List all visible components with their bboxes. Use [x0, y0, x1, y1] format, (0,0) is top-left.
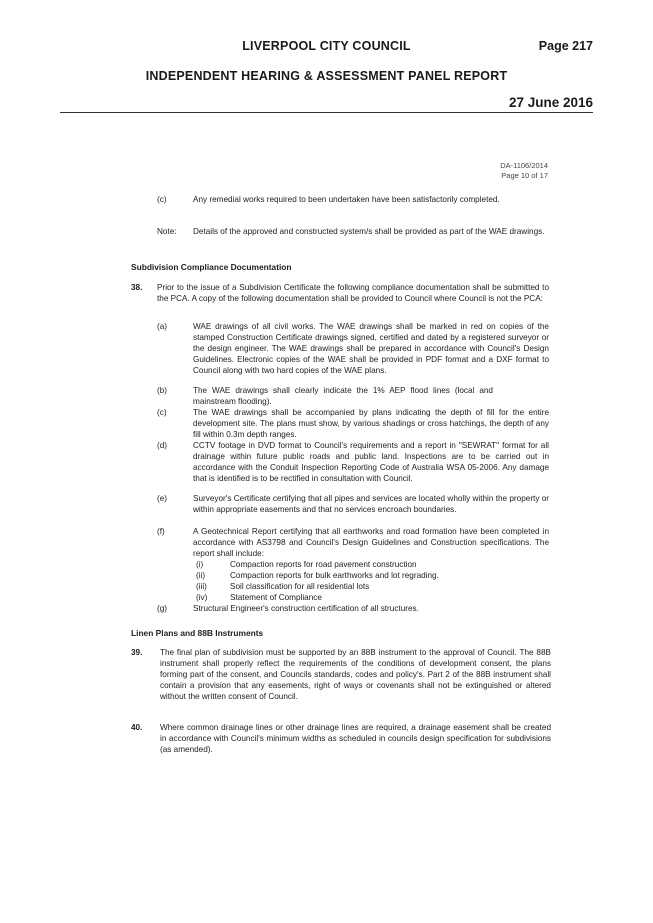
subitem-text: CCTV footage in DVD format to Council's … [193, 441, 549, 483]
subitem-label: (g) [157, 604, 168, 613]
sublist-label: (iv) [196, 593, 208, 602]
sublist-label: (ii) [196, 571, 206, 580]
condition-intro: Prior to the issue of a Subdivision Cert… [157, 283, 549, 303]
sublist-text: Statement of Compliance [230, 593, 322, 602]
subitem-text: WAE drawings of all civil works. The WAE… [193, 322, 549, 375]
item-label: (c) [157, 195, 167, 204]
note-text: Details of the approved and constructed … [193, 227, 545, 236]
condition-number: 38. [131, 283, 143, 292]
subitem-text: Surveyor's Certificate certifying that a… [193, 494, 549, 514]
condition-text: The final plan of subdivision must be su… [160, 648, 551, 701]
report-date: 27 June 2016 [508, 95, 593, 110]
item-text: Any remedial works required to been unde… [193, 195, 500, 204]
sublist-text: Compaction reports for bulk earthworks a… [230, 571, 439, 580]
subitem-text: Structural Engineer's construction certi… [193, 604, 419, 613]
sublist-text: Compaction reports for road pavement con… [230, 560, 417, 569]
page-number: Page 217 [538, 39, 593, 53]
subitem-label: (d) [157, 441, 168, 450]
section-heading: Linen Plans and 88B Instruments [131, 628, 264, 638]
section-heading: Subdivision Compliance Documentation [131, 262, 292, 272]
condition-number: 39. [131, 648, 143, 657]
council-name: LIVERPOOL CITY COUNCIL [242, 39, 411, 53]
sublist-text: Soil classification for all residential … [230, 582, 370, 591]
subitem-label: (b) [157, 386, 168, 395]
subitem-label: (f) [157, 527, 165, 536]
subitem-label: (e) [157, 494, 168, 503]
subitem-label: (a) [157, 322, 168, 331]
subitem-text: The WAE drawings shall clearly indicate … [193, 386, 493, 406]
note-label: Note: [157, 227, 177, 236]
report-title: INDEPENDENT HEARING & ASSESSMENT PANEL R… [145, 69, 508, 83]
sublist-label: (i) [196, 560, 204, 569]
da-reference: DA-1106/2014 [500, 161, 548, 170]
condition-number: 40. [131, 723, 143, 732]
condition-text: Where common drainage lines or other dra… [160, 723, 551, 754]
subitem-text: The WAE drawings shall be accompanied by… [193, 408, 549, 439]
ref-page-number: Page 10 of 17 [501, 171, 548, 180]
sublist-label: (iii) [196, 582, 207, 591]
subitem-label: (c) [157, 408, 167, 417]
subitem-text: A Geotechnical Report certifying that al… [193, 527, 549, 558]
header-divider [60, 112, 593, 113]
